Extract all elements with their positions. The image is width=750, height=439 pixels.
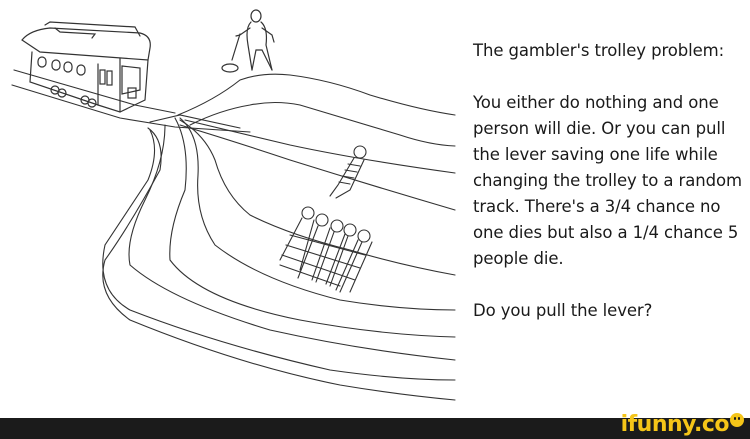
meme-text: The gambler's trolley problem: You eithe…	[473, 38, 748, 324]
smiley-icon	[730, 412, 744, 427]
meme-title: The gambler's trolley problem:	[473, 41, 725, 60]
trolley-problem-illustration	[11, 9, 456, 401]
meme-body: You either do nothing and one person wil…	[473, 93, 742, 268]
branching-tracks	[102, 73, 456, 401]
watermark-footer: ifunny.co	[0, 412, 750, 439]
main-track	[11, 69, 251, 133]
meme-question: Do you pull the lever?	[473, 301, 653, 320]
trolley-icon	[21, 21, 151, 113]
single-person-icon	[329, 145, 367, 199]
ifunny-logo-text: ifunny.co	[620, 412, 730, 437]
man-with-lever-icon	[221, 9, 275, 73]
ifunny-logo[interactable]: ifunny.co	[621, 412, 744, 437]
five-people-icon	[279, 206, 373, 293]
